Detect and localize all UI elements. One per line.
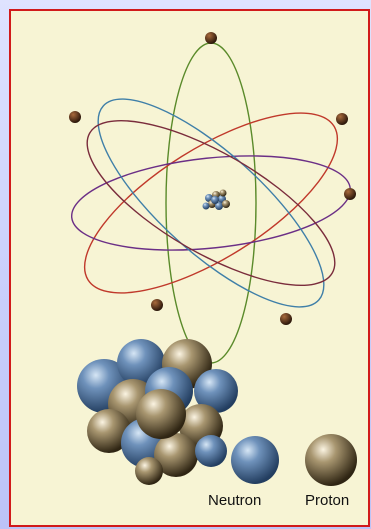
electron	[205, 32, 217, 44]
proton-legend-ball	[305, 434, 357, 486]
electron	[69, 111, 81, 123]
neutron-label: Neutron	[208, 493, 261, 508]
electron	[336, 113, 348, 125]
electron	[151, 299, 163, 311]
small-nucleus	[203, 190, 231, 211]
enlarged-nucleus	[77, 339, 238, 485]
neutron-legend-ball	[231, 436, 279, 484]
diagram-frame: Neutron Proton	[9, 9, 370, 527]
electron	[344, 188, 356, 200]
atom-diagram	[11, 11, 370, 527]
electrons	[69, 32, 356, 325]
proton-label: Proton	[305, 493, 349, 508]
electron	[280, 313, 292, 325]
